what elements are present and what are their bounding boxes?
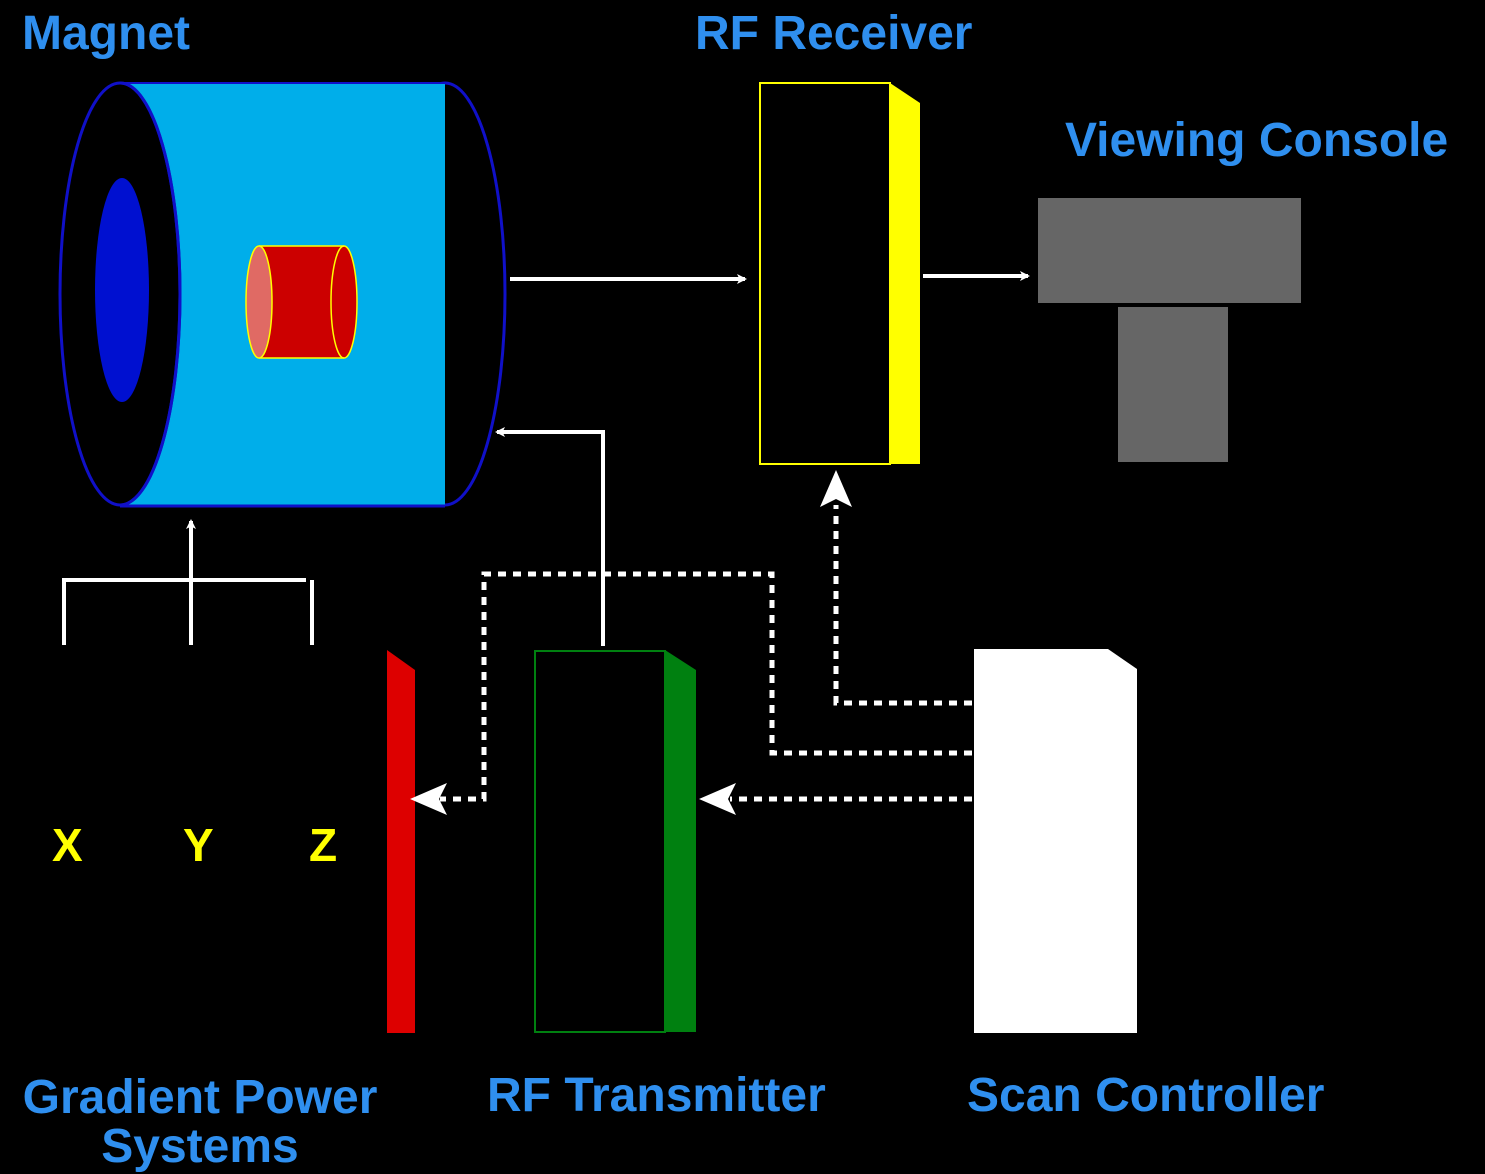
rf-transmitter-label: RF Transmitter [487,1069,826,1122]
magnet-front-arc [119,81,182,507]
viewing-console-label: Viewing Console [1065,114,1449,167]
control-line-to-receiver [833,505,972,706]
arrow-transmitter-to-magnet-path [510,430,605,646]
axis-y-label: Y [183,819,214,871]
rf-transmitter-box [534,650,696,1033]
magnet [58,81,507,508]
control-line-to-gradient [440,571,972,802]
scan-controller-label: Scan Controller [967,1069,1325,1122]
axis-z-label: Z [309,819,338,871]
rf-transmitter-front [534,650,666,1033]
arrowhead-to-gradient [410,783,447,815]
rf-coil-face [245,245,273,359]
console-stand [1118,307,1228,462]
axis-x-label: X [52,819,83,871]
console-monitor [1038,198,1301,303]
viewing-console [1038,198,1301,462]
magnet-label: Magnet [22,7,190,60]
rf-transmitter-side [665,650,696,1032]
rf-receiver-side [890,83,920,464]
rf-receiver-front [759,82,891,465]
magnet-bore [95,178,149,402]
gradient-power-systems-label: Gradient Power Systems [22,1071,378,1173]
rf-receiver-box [759,82,920,465]
scan-controller-box [974,649,1137,1033]
control-arrowheads [410,470,852,815]
gradient-power-panel [387,650,415,1033]
arrowhead-to-transmitter [699,783,736,815]
control-lines [440,505,972,802]
rf-coil [245,245,358,359]
arrowhead-to-receiver [820,470,852,507]
gradient-wiring [62,519,314,645]
rf-receiver-label: RF Receiver [695,7,973,60]
gradient-wire-x [62,578,306,645]
